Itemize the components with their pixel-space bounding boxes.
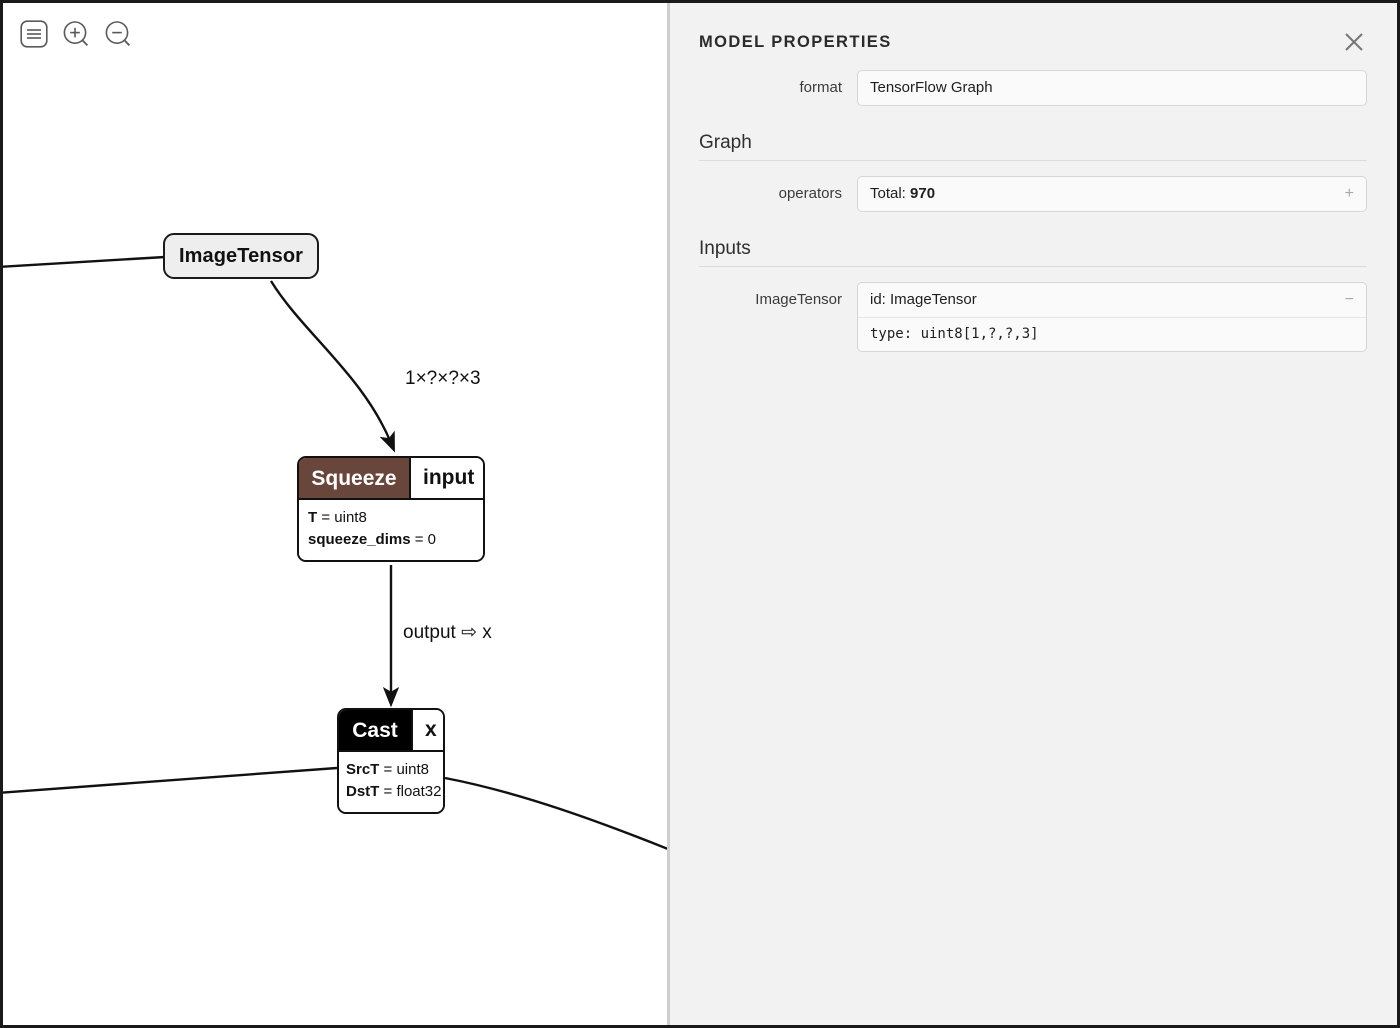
pane-divider[interactable] (667, 3, 670, 1025)
node-attributes: SrcT = uint8 DstT = float32 (339, 750, 443, 812)
attribute-separator: = (379, 782, 397, 800)
edge-label-output: output ⇨ x (403, 622, 492, 643)
model-properties-panel: MODEL PROPERTIES format TensorFlow Graph… (670, 3, 1397, 1025)
attribute-row: squeeze_dims = 0 (308, 529, 474, 551)
zoom-in-icon (63, 21, 89, 47)
property-row-operators: operators Total: 970 + (670, 176, 1397, 212)
input-id-line: id: ImageTensor − (858, 283, 1366, 317)
node-port-label: x (411, 710, 443, 750)
close-button[interactable] (1341, 29, 1367, 55)
attribute-key: DstT (346, 782, 380, 800)
zoom-out-button[interactable] (101, 17, 135, 51)
property-row-input-imagetensor: ImageTensor id: ImageTensor − type: uint… (670, 282, 1397, 352)
property-row-format: format TensorFlow Graph (670, 70, 1397, 106)
edge-label-shape: 1×?×?×3 (405, 368, 481, 389)
operators-value-box: Total: 970 + (857, 176, 1367, 212)
operators-value: Total: 970 (870, 184, 935, 204)
attribute-value: 0 (427, 530, 436, 548)
node-label: ImageTensor (178, 244, 304, 267)
graph-edges (3, 255, 667, 850)
input-collapse-toggle[interactable]: − (1344, 291, 1354, 308)
graph-node-imagetensor[interactable]: ImageTensor (163, 233, 319, 279)
section-heading-graph: Graph (699, 132, 1367, 161)
format-value-box: TensorFlow Graph (857, 70, 1367, 106)
attribute-separator: = (410, 530, 428, 548)
operators-value-line: Total: 970 + (858, 177, 1366, 211)
operators-value-prefix: Total: (870, 185, 911, 203)
zoom-in-button[interactable] (59, 17, 93, 51)
input-id-value: id: ImageTensor (870, 291, 977, 309)
node-title: Cast (339, 710, 411, 750)
zoom-out-icon (105, 21, 131, 47)
section-heading-inputs: Inputs (699, 238, 1367, 267)
node-port-label: input (409, 458, 483, 498)
edge-cast-right (444, 776, 667, 850)
attribute-key: SrcT (346, 761, 380, 778)
menu-button[interactable] (17, 17, 51, 51)
attribute-value: uint8 (334, 509, 367, 526)
node-header: Cast x (339, 710, 443, 750)
format-value-line: TensorFlow Graph (858, 71, 1366, 105)
attribute-key: T (308, 509, 318, 526)
graph-node-squeeze[interactable]: Squeeze input T = uint8 squeeze_dims = 0 (297, 456, 485, 562)
edge-into-imagetensor (3, 255, 166, 268)
attribute-key: squeeze_dims (308, 530, 411, 548)
attribute-separator: = (379, 761, 397, 778)
graph-node-cast[interactable]: Cast x SrcT = uint8 DstT = float32 (337, 708, 445, 814)
operators-count: 970 (910, 185, 936, 203)
attribute-row: SrcT = uint8 (346, 759, 436, 781)
node-title: Squeeze (299, 458, 409, 498)
attribute-value: float32 (396, 782, 442, 800)
property-label: format (799, 79, 842, 96)
attribute-row: DstT = float32 (346, 781, 442, 803)
attribute-separator: = (317, 509, 335, 526)
node-attributes: T = uint8 squeeze_dims = 0 (299, 498, 483, 560)
property-label: operators (778, 185, 842, 202)
graph-canvas[interactable]: ImageTensor Squeeze input T = uint8 sque… (3, 3, 667, 1025)
canvas-toolbar (17, 17, 135, 51)
input-type-value: type: uint8[1,?,?,3] (870, 326, 1039, 343)
input-type-line: type: uint8[1,?,?,3] (858, 317, 1366, 351)
property-label: ImageTensor (755, 291, 842, 308)
attribute-value: uint8 (396, 761, 429, 778)
format-value: TensorFlow Graph (870, 79, 993, 97)
panel-header: MODEL PROPERTIES (670, 3, 1397, 55)
menu-icon (20, 20, 48, 48)
panel-title: MODEL PROPERTIES (699, 32, 892, 51)
attribute-row: T = uint8 (308, 507, 474, 529)
edge-cast-left (3, 766, 338, 794)
operators-expand-toggle[interactable]: + (1344, 185, 1354, 202)
input-value-box: id: ImageTensor − type: uint8[1,?,?,3] (857, 282, 1367, 352)
edge-imagetensor-to-squeeze (269, 280, 395, 453)
close-icon (1345, 33, 1363, 51)
node-header: Squeeze input (299, 458, 483, 498)
